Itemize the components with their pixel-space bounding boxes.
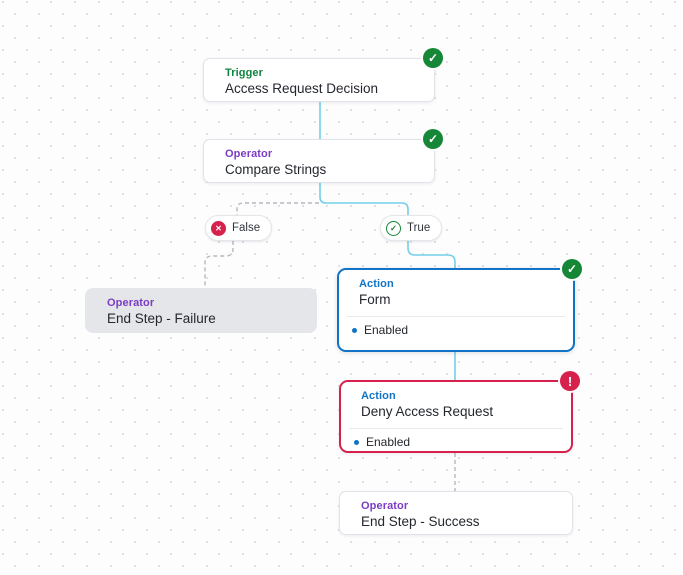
node-title: Deny Access Request: [361, 404, 494, 419]
connector-false-endfailure: [204, 241, 234, 288]
branch-true-text: True: [407, 222, 431, 234]
check-circle-icon: ✓: [386, 220, 401, 236]
node-compare-strings[interactable]: Operator Compare Strings ✓: [203, 129, 443, 183]
x-circle-icon: ✕: [211, 220, 226, 236]
bullet-dot-icon: [354, 439, 359, 445]
connector-true-form: [407, 241, 456, 268]
node-kind-label: Action: [361, 390, 396, 402]
enabled-label: Enabled: [366, 435, 411, 449]
node-form[interactable]: Action Form Enabled ✓: [337, 259, 582, 352]
node-title: Access Request Decision: [225, 81, 379, 96]
node-end-step-failure[interactable]: Operator End Step - Failure: [85, 288, 317, 333]
node-enabled-status: Enabled: [352, 323, 561, 337]
node-kind-label: Trigger: [225, 67, 263, 79]
node-kind-label: Operator: [225, 148, 273, 160]
success-check-icon: ✓: [423, 129, 443, 149]
connector-compare-true: [319, 183, 409, 215]
bullet-dot-icon: [352, 327, 357, 333]
node-deny-access-request[interactable]: Action Deny Access Request Enabled !: [339, 371, 580, 453]
node-divider: [349, 428, 563, 429]
success-check-icon: ✓: [423, 48, 443, 68]
enabled-label: Enabled: [364, 323, 409, 337]
node-divider: [347, 316, 565, 317]
node-kind-label: Action: [359, 278, 394, 290]
node-title: Compare Strings: [225, 162, 327, 177]
branch-false-text: False: [232, 222, 261, 234]
node-title: End Step - Failure: [107, 311, 216, 326]
node-kind-label: Operator: [361, 500, 409, 512]
node-trigger[interactable]: Trigger Access Request Decision ✓: [203, 48, 443, 102]
success-check-icon: ✓: [562, 259, 582, 279]
node-end-step-success[interactable]: Operator End Step - Success: [339, 491, 573, 535]
branch-label-false: ✕ False: [205, 215, 273, 241]
node-enabled-status: Enabled: [354, 435, 559, 449]
node-kind-label: Operator: [107, 297, 155, 309]
node-title: End Step - Success: [361, 514, 480, 529]
connector-compare-false: [236, 202, 319, 215]
branch-label-true: ✓ True: [380, 215, 443, 241]
node-title: Form: [359, 292, 391, 307]
error-exclamation-icon: !: [560, 371, 580, 391]
